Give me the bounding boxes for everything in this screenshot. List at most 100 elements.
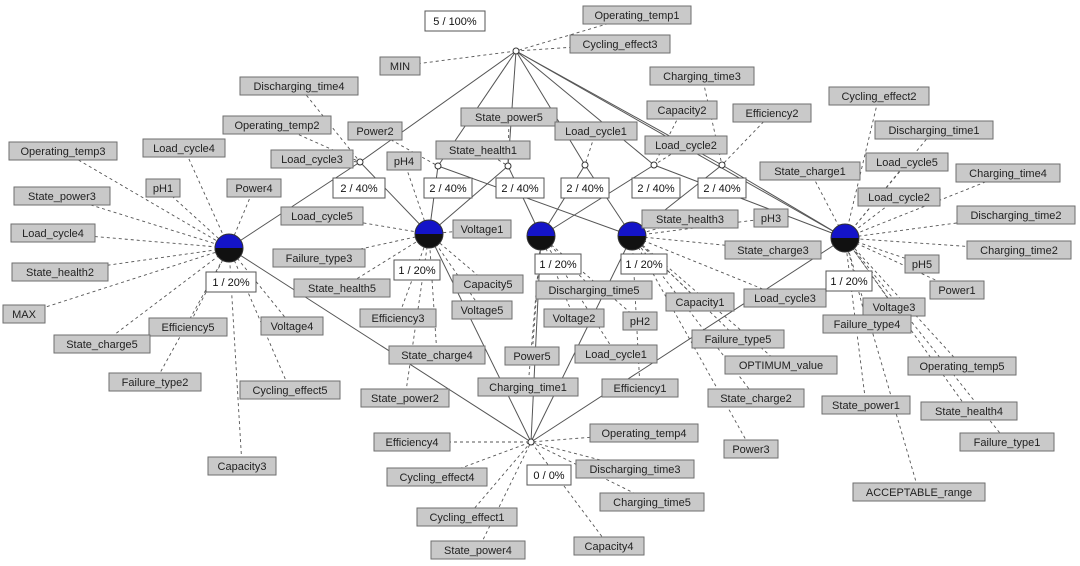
attribute-label-box: [857, 187, 941, 207]
attribute-label-text: Power4: [235, 183, 272, 195]
attribute-label-box: [646, 100, 718, 120]
attribute-label-state-charge4: State_charge4: [388, 345, 486, 365]
count-box-text: 1 / 20%: [212, 277, 250, 289]
attribute-label-operating-temp4: Operating_temp4: [589, 423, 699, 443]
attribute-label-box: [452, 219, 512, 239]
attribute-label-state-health1: State_health1: [435, 140, 531, 160]
attribute-label-operating-temp3: Operating_temp3: [8, 141, 118, 161]
attribute-label-cycling-effect4: Cycling_effect4: [386, 467, 488, 487]
attribute-label-box: [388, 345, 486, 365]
attribute-label-box: [347, 121, 403, 141]
attribute-label-text: Charging_time4: [969, 168, 1047, 180]
count-box-mid1: 2 / 40%: [332, 177, 386, 199]
leader-line-charging_time4: [844, 172, 1009, 239]
attribute-label-text: Operating_temp1: [595, 10, 680, 22]
attribute-label-text: Charging_time5: [613, 497, 691, 509]
attribute-label-discharging-time2: Discharging_time2: [956, 205, 1076, 225]
attribute-label-box: [574, 344, 658, 364]
attribute-label-box: [222, 115, 332, 135]
node-lower-half: [831, 238, 859, 252]
count-box-text: 2 / 40%: [703, 183, 741, 195]
attribute-label-ph1: pH1: [145, 178, 181, 198]
attribute-label-box: [430, 540, 526, 560]
lattice-node-m1: [356, 158, 364, 166]
attribute-label-power2: Power2: [347, 121, 403, 141]
count-box-mid2: 2 / 40%: [423, 177, 473, 199]
attribute-label-box: [743, 288, 827, 308]
count-box-frame: [697, 177, 747, 199]
lattice-node-m5: [650, 161, 658, 169]
lattice-node-o2: [414, 219, 444, 249]
attribute-label-load-cycle1-mid: Load_cycle1: [574, 344, 658, 364]
count-box-frame: [620, 253, 668, 275]
attribute-label-box: [239, 380, 341, 400]
attribute-label-state-health2: State_health2: [11, 262, 109, 282]
node-dot: [504, 162, 512, 170]
attribute-label-box: [929, 280, 985, 300]
attribute-label-text: State_power2: [371, 393, 439, 405]
lattice-edge-top-m5: [515, 50, 655, 166]
leader-line-cycling_effect2: [844, 95, 880, 239]
attribute-label-box: [759, 161, 861, 181]
count-box-text: 2 / 40%: [429, 183, 467, 195]
attribute-label-text: Voltage2: [553, 313, 596, 325]
attribute-label-text: State_power1: [832, 400, 900, 412]
lattice-edge-m5-o5: [653, 164, 846, 239]
leader-line-state_health5: [341, 233, 430, 289]
node-dot: [434, 162, 442, 170]
attribute-label-text: Discharging_time2: [970, 210, 1061, 222]
count-box-frame: [534, 253, 582, 275]
count-box-text: 0 / 0%: [533, 470, 564, 482]
attribute-label-box: [874, 120, 994, 140]
attribute-label-efficiency4: Efficiency4: [373, 432, 451, 452]
attribute-label-text: MAX: [12, 309, 37, 321]
count-box-mid3: 2 / 40%: [495, 177, 545, 199]
attribute-label-text: Load_cycle4: [22, 228, 84, 240]
attribute-label-box: [724, 240, 822, 260]
lattice-edge-m1-o2: [359, 161, 430, 235]
attribute-label-box: [452, 274, 524, 294]
leader-line-state_charge5: [101, 247, 230, 345]
attribute-label-state-power5: State_power5: [460, 107, 558, 127]
attribute-label-failure-type2: Failure_type2: [108, 372, 202, 392]
attribute-label-power4: Power4: [226, 178, 282, 198]
node-dot: [356, 158, 364, 166]
attribute-label-state-power3: State_power3: [13, 186, 111, 206]
attribute-label-text: State_power5: [475, 112, 543, 124]
count-box-frame: [526, 464, 572, 486]
leader-line-state_charge4: [428, 233, 438, 356]
attribute-label-text: Voltage3: [873, 302, 916, 314]
attribute-label-state-health4: State_health4: [920, 401, 1018, 421]
lattice-node-o5: [830, 223, 860, 253]
attribute-label-text: Capacity3: [218, 461, 267, 473]
attribute-label-text: State_health3: [656, 214, 724, 226]
count-box-obj5: 1 / 20%: [825, 270, 873, 292]
attribute-label-box: [828, 86, 930, 106]
attribute-label-capacity5: Capacity5: [452, 274, 524, 294]
attribute-label-box: [293, 278, 391, 298]
count-box-text: 1 / 20%: [625, 259, 663, 271]
count-box-frame: [423, 177, 473, 199]
attribute-label-text: Capacity2: [658, 105, 707, 117]
attribute-label-acceptable-range: ACCEPTABLE_range: [852, 482, 986, 502]
attribute-label-voltage5: Voltage5: [451, 300, 513, 320]
node-dot: [527, 438, 535, 446]
lattice-node-m6: [718, 161, 726, 169]
attribute-label-ph3: pH3: [753, 208, 789, 228]
attribute-label-box: [753, 208, 789, 228]
attribute-label-power5: Power5: [504, 346, 560, 366]
attribute-label-text: Power5: [513, 351, 550, 363]
lattice-edge-m6-o5: [721, 164, 846, 239]
leader-line-voltage4: [228, 247, 293, 327]
attribute-label-text: pH3: [761, 213, 781, 225]
attribute-label-capacity4: Capacity4: [573, 536, 645, 556]
count-box-mid4: 2 / 40%: [560, 177, 610, 199]
attribute-label-text: Load_cycle5: [876, 157, 938, 169]
attribute-label-text: Failure_type1: [974, 437, 1041, 449]
attribute-label-cycling-effect1: Cycling_effect1: [416, 507, 518, 527]
count-box-text: 2 / 40%: [637, 183, 675, 195]
node-outline: [414, 219, 444, 249]
attribute-label-state-charge1: State_charge1: [759, 161, 861, 181]
node-lower-half: [527, 236, 555, 250]
